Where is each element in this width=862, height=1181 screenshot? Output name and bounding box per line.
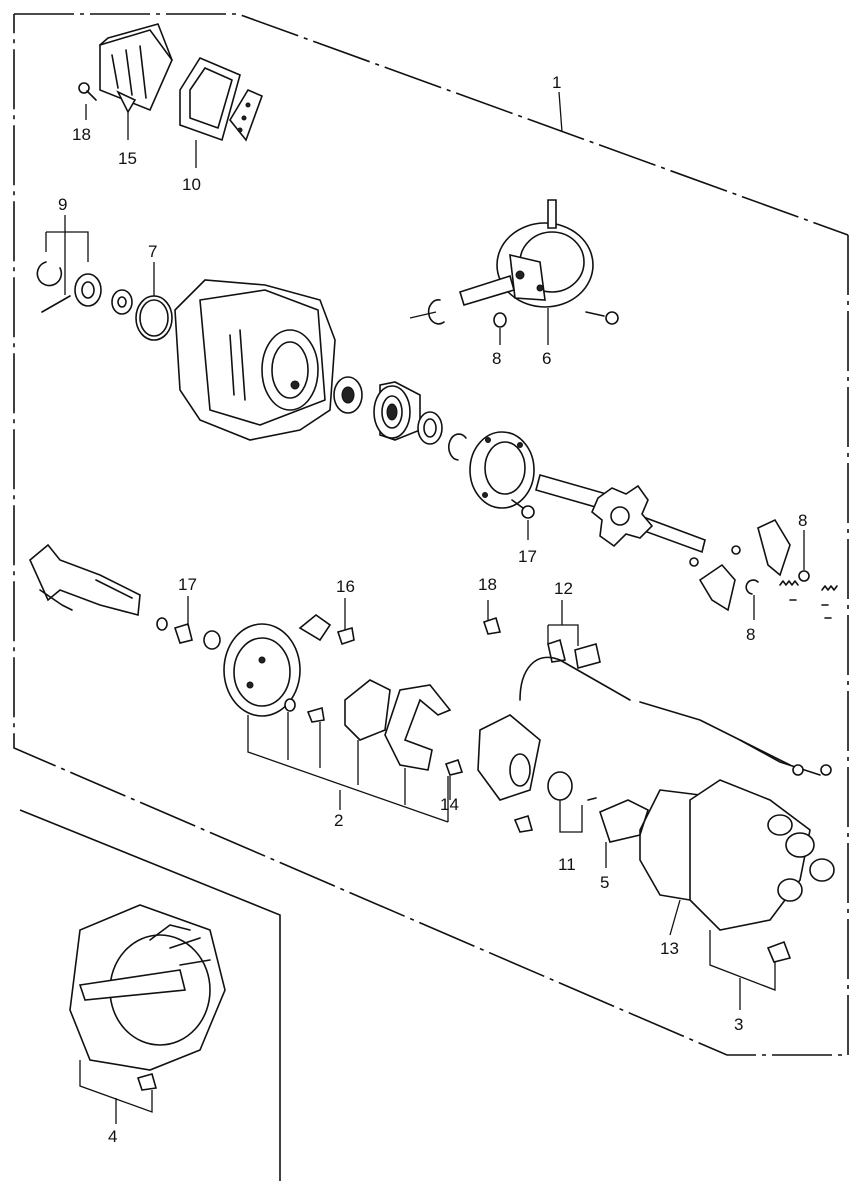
callout-17-upper: 17: [518, 547, 537, 566]
distributor-housing[interactable]: [174, 279, 336, 441]
callout-8-right: 8: [798, 511, 807, 530]
callout-17-lower: 17: [178, 575, 197, 594]
snap-ring[interactable]: [448, 433, 467, 461]
clip-and-pin[interactable]: [36, 261, 71, 313]
cap-screw[interactable]: [766, 940, 792, 963]
screw-14[interactable]: [444, 758, 464, 776]
callout-10: 10: [182, 175, 201, 194]
callout-1: 1: [552, 73, 561, 92]
cap-assembly-screw[interactable]: [136, 1073, 158, 1091]
wire-harness[interactable]: [519, 656, 832, 776]
governor-weight-upper[interactable]: [757, 518, 791, 577]
callout-12: 12: [554, 579, 573, 598]
callouts: 1 2 3 4 5 6 7 8 8 8 9 10 11 12 13 14 15 …: [58, 73, 807, 1146]
bearing[interactable]: [373, 381, 421, 441]
o-ring[interactable]: [135, 295, 173, 341]
callout-6: 6: [542, 349, 551, 368]
callout-8-upper: 8: [492, 349, 501, 368]
reluctor-ring[interactable]: [547, 771, 597, 801]
callout-9: 9: [58, 195, 67, 214]
governor-spring-2[interactable]: [821, 585, 838, 619]
bearing-plate[interactable]: [469, 431, 535, 509]
pickup-coil-assembly[interactable]: [477, 714, 541, 801]
callout-7: 7: [148, 242, 157, 261]
callout-15: 15: [118, 149, 137, 168]
governor-spring-1[interactable]: [779, 580, 799, 601]
callout-18-lower: 18: [478, 575, 497, 594]
plate-washer-and-screw[interactable]: [284, 698, 325, 723]
callout-16: 16: [336, 577, 355, 596]
callout-18-upper: 18: [72, 125, 91, 144]
callout-4: 4: [108, 1127, 117, 1146]
cap-assembly-alternate[interactable]: [69, 904, 226, 1071]
callout-14: 14: [440, 795, 459, 814]
cap-plug[interactable]: [203, 630, 221, 650]
wire-clamp[interactable]: [547, 638, 601, 670]
callout-11: 11: [558, 855, 576, 874]
coupling[interactable]: [74, 273, 102, 307]
screw-17-lower[interactable]: [173, 622, 193, 644]
reluctor[interactable]: [591, 484, 654, 548]
bracket-16[interactable]: [298, 613, 355, 646]
screw-pickup[interactable]: [513, 814, 534, 833]
callout-3: 3: [734, 1015, 743, 1034]
screw-18-lower[interactable]: [482, 616, 502, 635]
nut-8-upper[interactable]: [493, 312, 507, 328]
callout-8-lower: 8: [746, 625, 755, 644]
igniter-cover[interactable]: [179, 56, 264, 142]
pickup-plate-a[interactable]: [344, 679, 391, 741]
screw-vacuum[interactable]: [585, 311, 619, 325]
igniter-unit[interactable]: [99, 23, 173, 114]
bearing-washer[interactable]: [417, 411, 443, 445]
callout-13: 13: [660, 939, 679, 958]
governor-weight-lower[interactable]: [698, 563, 736, 612]
leader-lines: [45, 91, 805, 1124]
distributor-cap[interactable]: [689, 779, 835, 931]
pickup-plate-b[interactable]: [384, 684, 452, 771]
cap-assembly-boundary: [19, 809, 281, 1181]
oil-seal[interactable]: [333, 376, 363, 414]
washer-small[interactable]: [111, 289, 133, 315]
callout-2: 2: [334, 811, 343, 830]
rotor-shaft-assembly[interactable]: [29, 543, 141, 617]
clip-8-lower[interactable]: [745, 579, 759, 595]
screw-17-upper[interactable]: [511, 499, 535, 519]
screw-18-top[interactable]: [78, 82, 97, 101]
small-washers[interactable]: [689, 545, 741, 567]
callout-5: 5: [600, 873, 609, 892]
assembly-boundary: [13, 13, 849, 1056]
vacuum-advance-unit[interactable]: [459, 199, 594, 308]
clip-8-right[interactable]: [798, 570, 810, 582]
vacuum-clip[interactable]: [409, 299, 445, 325]
shaft-washer[interactable]: [156, 617, 168, 631]
breaker-plate[interactable]: [223, 623, 301, 717]
